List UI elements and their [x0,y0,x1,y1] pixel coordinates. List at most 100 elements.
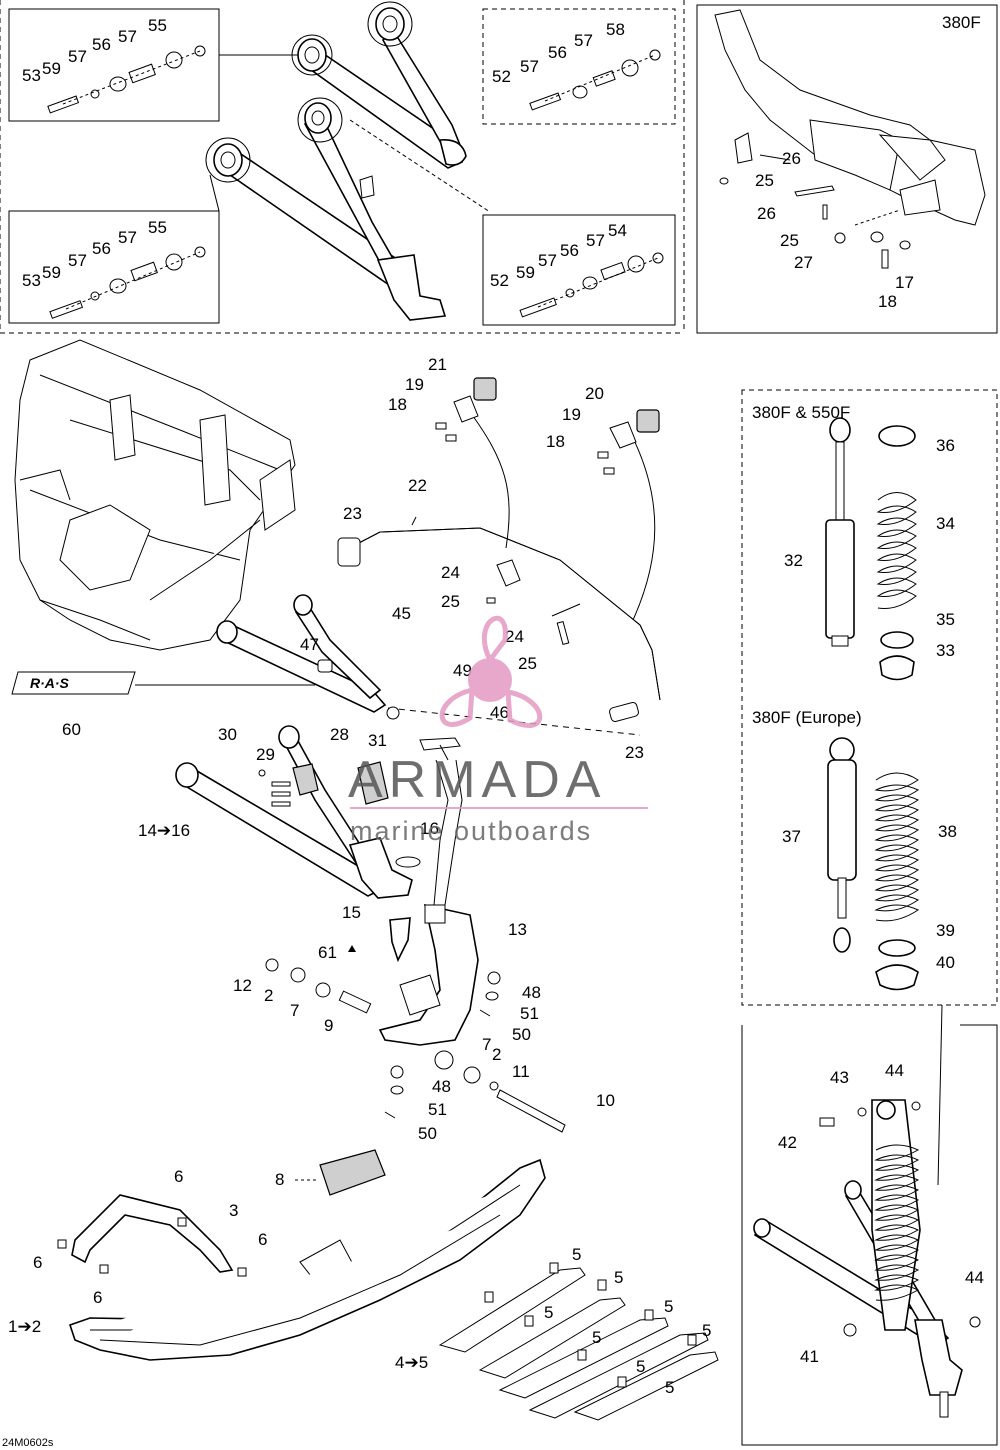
main-callout-31: 31 [368,731,387,750]
chassis-frame [14,339,296,651]
ski-bolt-stack [265,945,566,1133]
shock-a-callout-36: 36 [936,436,955,455]
main-callout-5: 5 [664,1297,673,1316]
inset-tr-callout-57: 57 [574,31,593,50]
main-callout-6: 6 [174,1167,183,1186]
main-callout-29: 29 [256,745,275,764]
main-callout-51: 51 [520,1004,539,1023]
ras-decal: R·A·S [11,671,315,695]
main-callout-13: 13 [508,920,527,939]
inset-bolt-stack-tl [47,45,206,114]
drawing-code: 24M0602s [2,1437,54,1449]
main-callout-23: 23 [343,504,362,523]
main-callout-45: 45 [392,604,411,623]
main-callout-5: 5 [572,1245,581,1264]
main-callout-7: 7 [482,1035,491,1054]
inset-bolt-stack-bl [49,246,206,319]
main-callout-51: 51 [428,1100,447,1119]
frame-callout-25: 25 [755,171,774,190]
ski-handle-loop [57,1194,247,1277]
main-callout-24: 24 [505,627,524,646]
main-callout-5: 5 [544,1303,553,1322]
frame-callout-26: 26 [782,149,801,168]
assembly-callout-44: 44 [885,1061,904,1080]
main-callout-49: 49 [453,661,472,680]
main-callout-14-16: 14➔16 [138,821,190,840]
main-callout-3: 3 [229,1201,238,1220]
watermark-tagline: marine outboards [350,816,592,846]
frame-callout-18: 18 [878,292,897,311]
inset-tr-callout-58: 58 [606,20,625,39]
panel-title-380f-550f: 380F & 550F [752,403,850,422]
inset-bl-callout-56: 56 [92,239,111,258]
watermark-brand: ARMADA [348,751,606,809]
shock-a-callout-33: 33 [936,641,955,660]
inset-bl-callout-57: 57 [68,251,87,270]
inset-tl-callout-57: 57 [68,47,87,66]
inset-br-callout-54: 54 [608,221,627,240]
inset-bl-callout-55: 55 [148,218,167,237]
inset-box-bottom-left [8,210,220,324]
ski [68,1158,546,1361]
shock-panel: 380F & 550F 380F (Europe) [741,389,998,1186]
inset-br-callout-56: 56 [560,241,579,260]
spring-34 [876,425,917,681]
inset-tl-callout-59: 59 [42,59,61,78]
spring-38 [874,772,920,991]
inset-br-callout-52: 52 [490,271,509,290]
panel-title-380f: 380F [942,13,981,32]
shock-absorber-32 [825,417,855,647]
main-callout-28: 28 [330,725,349,744]
inset-bl-callout-57: 57 [118,228,137,247]
inset-tl-callout-53: 53 [22,66,41,85]
inset-box-top-right [482,8,676,125]
main-callout-18: 18 [546,432,565,451]
main-callout-19: 19 [405,375,424,394]
inset-bolt-stack-br [519,252,664,318]
propeller-logo-icon [439,615,543,728]
main-callout-5: 5 [702,1321,711,1340]
main-callout-2: 2 [492,1045,501,1064]
main-callout-46: 46 [490,703,509,722]
assembly-callout-41: 41 [800,1347,819,1366]
main-callout-1-2: 1➔2 [8,1317,41,1336]
panel-title-380f-europe: 380F (Europe) [752,708,862,727]
inset-box-bottom-right [482,214,676,326]
shock-a-callout-34: 34 [936,514,955,533]
inset-tr-callout-56: 56 [548,43,567,62]
main-suspension-assembly: R·A·S [8,339,719,1421]
ski-runners [438,1262,719,1421]
main-callout-50: 50 [418,1124,437,1143]
main-callout-48: 48 [432,1077,451,1096]
main-callout-5: 5 [636,1357,645,1376]
stabilizer-link-clamps [435,377,660,475]
inset-bolt-stack-tr [529,49,661,111]
inset-bl-callout-53: 53 [22,271,41,290]
main-callout-48: 48 [522,983,541,1002]
main-callout-7: 7 [290,1001,299,1020]
inset-tl-callout-57: 57 [118,27,137,46]
inset-tl-callout-55: 55 [148,16,167,35]
frame-callout-27: 27 [794,253,813,272]
main-upper-a-arm [216,594,461,761]
frame-callout-17: 17 [895,273,914,292]
main-callout-6: 6 [33,1253,42,1272]
main-callout-21: 21 [428,355,447,374]
assembly-callout-44: 44 [965,1268,984,1287]
main-callout-12: 12 [233,976,252,995]
frame-callout-25: 25 [780,231,799,250]
svg-text:R·A·S: R·A·S [30,675,70,691]
shock-bracket-parts [258,761,389,807]
main-callout-18: 18 [388,395,407,414]
armada-watermark: ARMADA marine outboards [348,615,648,846]
shock-b-callout-37: 37 [782,827,801,846]
inset-box-top-left [8,8,220,122]
inset-tr-callout-52: 52 [492,67,511,86]
main-callout-8: 8 [275,1170,284,1189]
main-callout-50: 50 [512,1025,531,1044]
shock-a-callout-35: 35 [936,610,955,629]
main-callout-10: 10 [596,1091,615,1110]
main-callout-30: 30 [218,725,237,744]
